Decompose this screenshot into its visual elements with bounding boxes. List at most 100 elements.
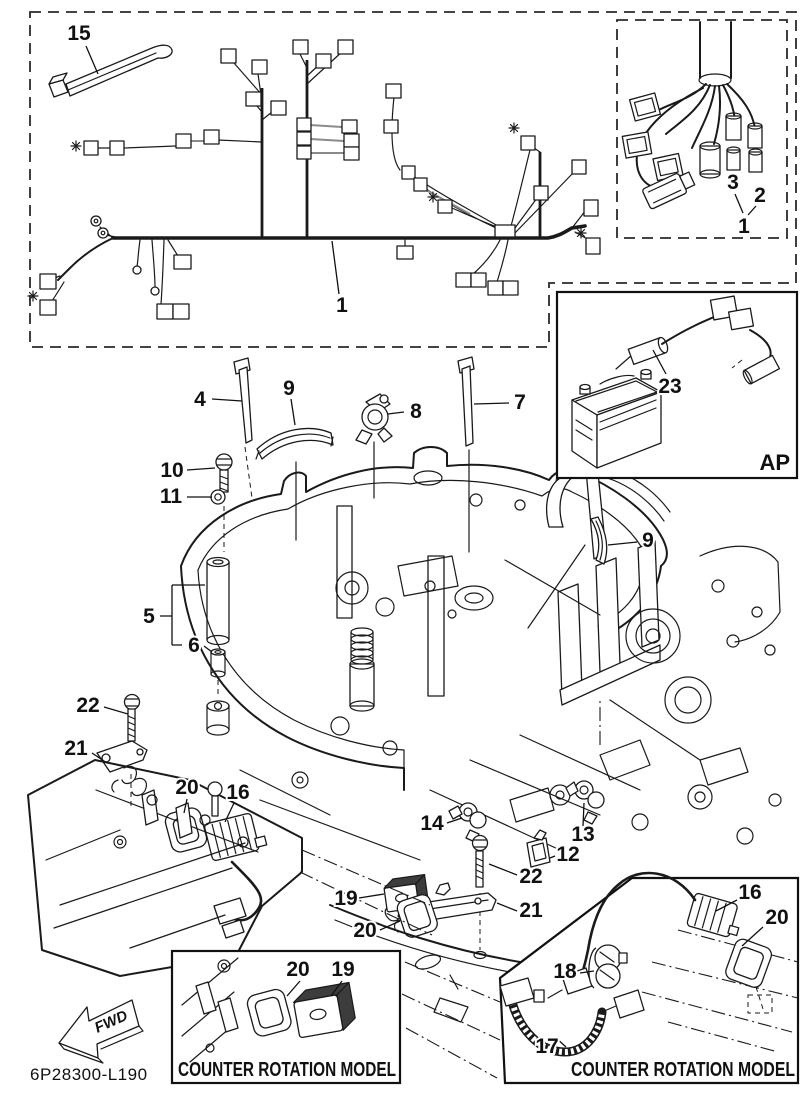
callout-leader-16-21: [91, 752, 108, 764]
callout-17-20: 20: [175, 776, 198, 799]
callout-leader-17-20: [183, 798, 188, 814]
callout-26-18: 18: [553, 960, 577, 983]
harness-bundle: [621, 21, 763, 210]
battery: [571, 368, 662, 469]
cable-tie-4: [233, 357, 253, 499]
callout-leader-0-15: [85, 45, 99, 75]
callout-19-14: 14: [420, 812, 444, 835]
callout-24-21: 21: [519, 899, 543, 922]
cable-tie-15: [48, 44, 173, 98]
callout-20-13: 13: [571, 823, 594, 846]
callout-leader-1-1: [331, 240, 340, 295]
callout-16-21: 21: [64, 737, 88, 760]
callout-leader-28-16: [715, 899, 738, 912]
callout-30-20: 20: [286, 958, 309, 981]
callout-0-15: 15: [67, 22, 91, 45]
callout-22-22: 22: [519, 865, 542, 888]
grommet-20-crm: [246, 988, 292, 1037]
callout-10-10: 10: [160, 459, 183, 482]
callout-7-9: 9: [283, 377, 295, 400]
callout-5-23: 23: [658, 375, 681, 398]
damper-9-right: [590, 516, 608, 565]
damper-9-left: [255, 427, 334, 541]
callout-11-11: 11: [160, 485, 183, 508]
spring: [349, 627, 375, 712]
callout-4-1: 1: [738, 215, 750, 238]
callout-15-22: 22: [76, 694, 99, 717]
bracket-21-left: [96, 740, 148, 797]
callout-13-6: 6: [188, 634, 200, 657]
counter-rotation-left-box: COUNTER ROTATION MODEL: [170, 949, 402, 1085]
callout-9-7: 7: [514, 391, 526, 414]
callout-leader-5-23: [652, 349, 667, 375]
callout-leader-18-16: [224, 802, 235, 823]
callout-leader-19-14: [446, 817, 463, 824]
clip-12: [526, 829, 551, 868]
callout-23-19: 19: [334, 887, 357, 910]
callout-leader-23-19: [358, 893, 385, 899]
connector-19-crm: [292, 981, 356, 1039]
grommet-20-mid: [396, 894, 438, 938]
callout-leader-3-2: [747, 205, 757, 216]
engine-illustration: [180, 446, 782, 861]
callout-leader-20-13: [582, 802, 585, 827]
callout-leader-26-18: [579, 970, 595, 974]
callout-6-4: 4: [194, 388, 206, 411]
callout-2-3: 3: [727, 171, 739, 194]
callout-25-20: 20: [353, 919, 376, 942]
harness-detail-box: [616, 19, 788, 239]
callout-leader-15-22: [103, 706, 129, 715]
callout-18-16: 16: [226, 781, 249, 804]
callout-leader-9-7: [473, 402, 510, 405]
callout-leader-27-17: [554, 1036, 567, 1048]
callout-31-19: 19: [331, 958, 354, 981]
cable-tie-7: [457, 356, 475, 553]
connector-18: [588, 944, 628, 989]
callout-21-12: 12: [556, 843, 579, 866]
counter-rotation-right-box: COUNTER ROTATION MODEL: [498, 871, 800, 1085]
callout-3-2: 2: [754, 184, 766, 207]
counter-rotation-right-art: [499, 871, 799, 1057]
callout-14-9: 9: [642, 529, 654, 552]
harness-connectors: [39, 39, 601, 320]
asterisk-markers: [27, 122, 587, 302]
battery-box: AP: [555, 290, 799, 480]
lower-cowling-illustration: [27, 759, 501, 1079]
battery-box-tag: AP: [759, 450, 790, 475]
main-harness-box: [29, 11, 797, 348]
callout-leader-7-9: [290, 398, 296, 426]
callout-leader-25-20: [379, 920, 401, 931]
callout-leader-8-8: [387, 411, 405, 415]
callout-leader-10-10: [186, 467, 216, 471]
callout-leader-24-21: [496, 902, 518, 912]
callout-28-16: 16: [738, 881, 761, 904]
counter-rotation-left-title: COUNTER ROTATION MODEL: [178, 1059, 396, 1081]
callout-leader-14-9: [607, 541, 638, 546]
callout-leader-2-3: [734, 193, 744, 214]
clamp-14: [448, 802, 487, 843]
callout-1-1: 1: [336, 294, 348, 317]
callout-leader-29-20: [741, 926, 764, 947]
grommet-20-right: [725, 938, 773, 988]
counter-rotation-right-title: COUNTER ROTATION MODEL: [571, 1059, 795, 1081]
callout-leader-22-22: [488, 863, 518, 876]
washer-11: [210, 489, 226, 552]
callout-bracket-12-5: [160, 584, 205, 646]
drawing-number: 6P28300-L190: [30, 1065, 148, 1084]
loose-parts: [96, 356, 608, 974]
wire-harness-schematic: [27, 39, 601, 320]
bolt-10: [215, 453, 233, 493]
callout-27-17: 17: [535, 1035, 558, 1058]
battery-lead-23: [615, 295, 781, 385]
callout-leader-31-19: [330, 980, 343, 997]
clamp-8: [355, 393, 393, 499]
callout-12-5: 5: [143, 605, 155, 628]
callout-29-20: 20: [765, 906, 788, 929]
fwd-arrow: FWD: [58, 999, 144, 1064]
grommet-tube-5-6: [206, 556, 230, 736]
counter-rotation-left-art: [181, 957, 356, 1063]
callout-leader-6-4: [211, 398, 243, 402]
callout-leader-13-6: [203, 645, 213, 653]
